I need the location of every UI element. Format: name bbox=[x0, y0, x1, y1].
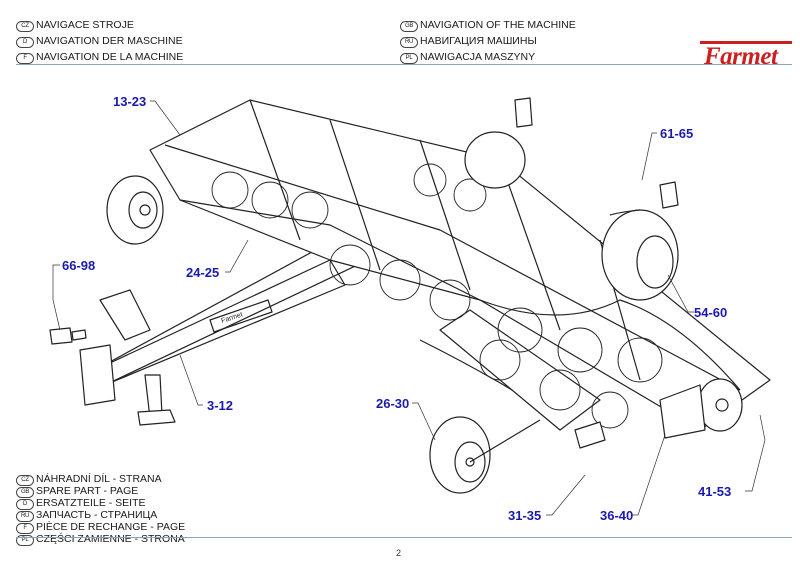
rear-roller bbox=[574, 378, 743, 449]
page-number: 2 bbox=[396, 548, 402, 558]
callout-66-98[interactable]: 66-98 bbox=[62, 258, 96, 273]
callout-41-53[interactable]: 41-53 bbox=[698, 484, 732, 499]
flag-d-icon: D bbox=[16, 37, 34, 48]
main-frame bbox=[149, 99, 771, 431]
callout-3-12[interactable]: 3-12 bbox=[207, 398, 234, 413]
callout-31-35[interactable]: 31-35 bbox=[508, 508, 542, 523]
flag-f-icon: F bbox=[16, 523, 34, 534]
flag-ru-icon: RU bbox=[16, 511, 34, 522]
flag-cz-icon: CZ bbox=[16, 21, 34, 32]
drawbar: Farmet bbox=[49, 214, 411, 426]
callout-leaders bbox=[52, 100, 766, 516]
footer-divider bbox=[16, 537, 792, 538]
left-front-wheel bbox=[106, 175, 164, 245]
flag-cz-icon: CZ bbox=[16, 475, 34, 486]
flag-f-icon: F bbox=[16, 53, 34, 64]
callout-61-65[interactable]: 61-65 bbox=[660, 126, 694, 141]
callout-24-25[interactable]: 24-25 bbox=[186, 265, 220, 280]
gauge-wheel-front bbox=[429, 416, 541, 494]
callout-54-60[interactable]: 54-60 bbox=[694, 305, 728, 320]
disc-rows bbox=[211, 163, 663, 429]
header-divider bbox=[16, 64, 792, 65]
farmet-logo: Farmet bbox=[704, 43, 778, 70]
flag-d-icon: D bbox=[16, 499, 34, 510]
callout-26-30[interactable]: 26-30 bbox=[376, 396, 410, 411]
callout-36-40[interactable]: 36-40 bbox=[600, 508, 634, 523]
transport-wheel-right bbox=[601, 181, 679, 301]
flag-pl-icon: PL bbox=[400, 53, 418, 64]
callout-13-23[interactable]: 13-23 bbox=[113, 94, 147, 109]
flag-gb-icon: GB bbox=[400, 21, 418, 32]
flag-gb-icon: GB bbox=[16, 487, 34, 498]
logo-bar bbox=[700, 41, 792, 44]
transport-wheel-rear bbox=[464, 97, 533, 189]
flag-ru-icon: RU bbox=[400, 37, 418, 48]
flag-pl-icon: PL bbox=[16, 535, 34, 546]
